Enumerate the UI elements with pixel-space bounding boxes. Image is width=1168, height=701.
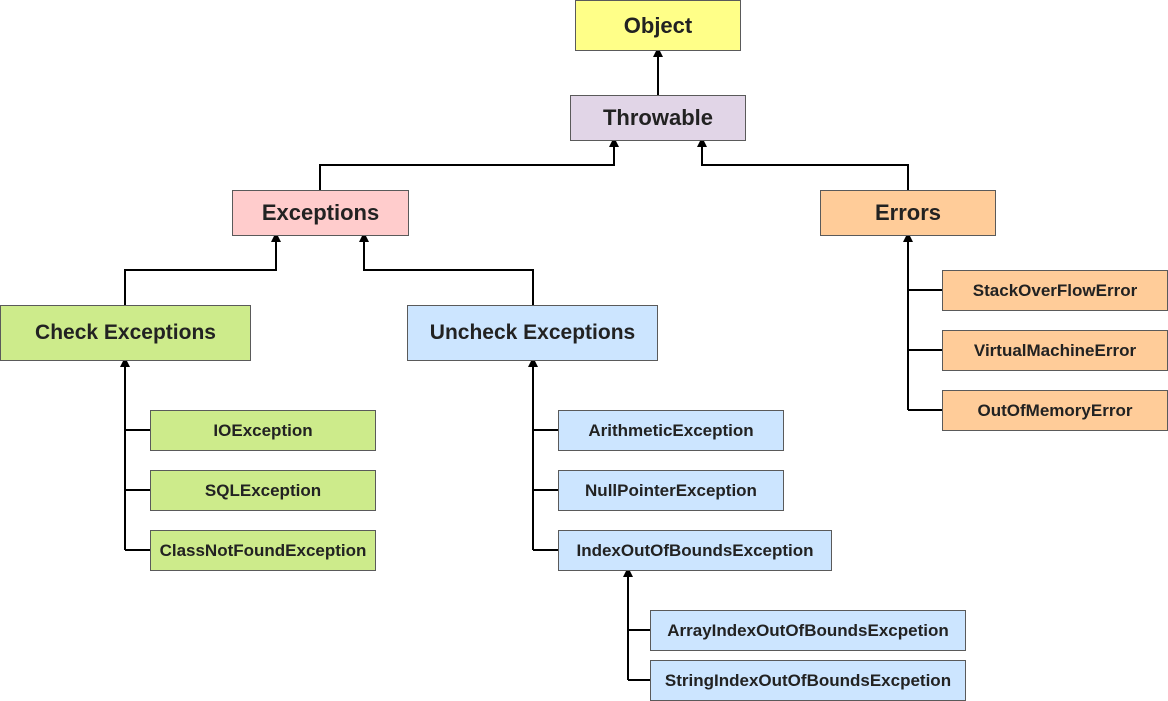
exceptions-node: Exceptions (232, 190, 409, 236)
out-of-memory-error-node: OutOfMemoryError (942, 390, 1168, 431)
object-node: Object (575, 0, 741, 51)
io-exception-node: IOException (150, 410, 376, 451)
sql-exception-node: SQLException (150, 470, 376, 511)
stack-overflow-error-node: StackOverFlowError (942, 270, 1168, 311)
index-out-of-bounds-exception-node: IndexOutOfBoundsException (558, 530, 832, 571)
throwable-node: Throwable (570, 95, 746, 141)
errors-node: Errors (820, 190, 996, 236)
edge-uncheck-exceptions (359, 232, 534, 305)
string-index-out-of-bounds-node: StringIndexOutOfBoundsExcpetion (650, 660, 966, 701)
edge-exceptions-throwable (319, 137, 619, 190)
arithmetic-exception-node: ArithmeticException (558, 410, 784, 451)
check-exceptions-node: Check Exceptions (0, 305, 251, 361)
null-pointer-exception-node: NullPointerException (558, 470, 784, 511)
edge-errors-throwable (697, 137, 909, 190)
uncheck-exceptions-node: Uncheck Exceptions (407, 305, 658, 361)
edge-check-exceptions (124, 232, 281, 305)
virtual-machine-error-node: VirtualMachineError (942, 330, 1168, 371)
class-not-found-exception-node: ClassNotFoundException (150, 530, 376, 571)
array-index-out-of-bounds-node: ArrayIndexOutOfBoundsExcpetion (650, 610, 966, 651)
